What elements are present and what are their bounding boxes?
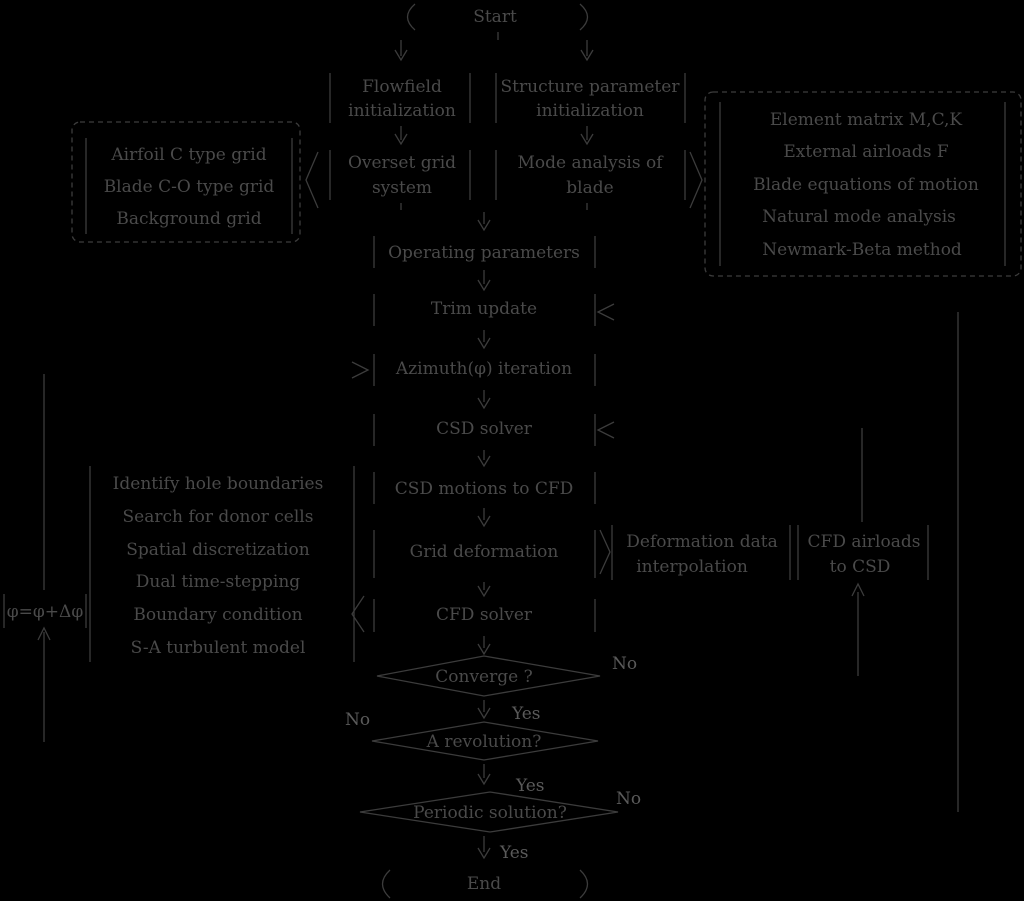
structure-init-line-2: initialization xyxy=(536,101,644,121)
cfd-step-donor-cells: Search for donor cells xyxy=(123,507,314,527)
cfd-step-sa-model: S-A turbulent model xyxy=(131,638,306,658)
cfd-airloads-box: CFD airloads to CSD xyxy=(797,525,929,580)
converge-decision: Converge ? xyxy=(376,655,601,697)
deformation-interp-box: Deformation data interpolation xyxy=(611,525,791,580)
trim-update-box: Trim update xyxy=(373,294,596,326)
yes-label-revolution: Yes xyxy=(515,776,545,796)
phi-update-label: φ=φ+Δφ xyxy=(7,602,84,622)
structural-external-airloads: External airloads F xyxy=(783,142,948,162)
overset-grid-line-2: system xyxy=(372,178,432,198)
csd-solver-box: CSD solver xyxy=(373,414,596,446)
grid-type-blade: Blade C-O type grid xyxy=(104,177,275,197)
mode-analysis-line-2: blade xyxy=(566,178,613,198)
structural-equations-of-motion: Blade equations of motion xyxy=(753,175,979,195)
grid-deformation-label: Grid deformation xyxy=(410,542,559,562)
yes-label-converge: Yes xyxy=(511,704,541,724)
structural-items-group: Element matrix M,C,K External airloads F… xyxy=(704,91,1022,277)
periodic-label: Periodic solution? xyxy=(413,803,567,823)
grid-type-background: Background grid xyxy=(116,209,261,229)
overset-grid-box: Overset grid system xyxy=(329,150,471,200)
cfd-solver-label: CFD solver xyxy=(436,605,533,625)
cfd-solver-box: CFD solver xyxy=(373,599,596,632)
operating-params-label: Operating parameters xyxy=(388,243,580,263)
cfd-steps-group: Identify hole boundaries Search for dono… xyxy=(89,466,355,662)
cfd-step-spatial-discretization: Spatial discretization xyxy=(126,540,310,560)
grid-types-group: Airfoil C type grid Blade C-O type grid … xyxy=(71,121,301,243)
end-label: End xyxy=(467,874,501,894)
no-label-revolution: No xyxy=(345,710,370,730)
start-label: Start xyxy=(473,7,517,27)
mode-analysis-line-1: Mode analysis of xyxy=(517,153,664,173)
phi-update-box: φ=φ+Δφ xyxy=(3,594,87,628)
structure-init-box: Structure parameter initialization xyxy=(495,73,686,123)
csd-solver-label: CSD solver xyxy=(436,419,533,439)
cfd-step-dual-time-stepping: Dual time-stepping xyxy=(136,572,301,592)
grid-type-airfoil: Airfoil C type grid xyxy=(110,145,266,165)
operating-params-box: Operating parameters xyxy=(373,236,596,268)
overset-grid-line-1: Overset grid xyxy=(348,153,456,173)
structure-init-line-1: Structure parameter xyxy=(501,77,681,97)
connectors xyxy=(37,32,959,860)
periodic-decision: Periodic solution? xyxy=(359,791,619,833)
converge-label: Converge ? xyxy=(435,667,532,687)
structural-element-matrix: Element matrix M,C,K xyxy=(770,110,963,130)
start-terminal: Start xyxy=(406,3,589,31)
yes-label-periodic: Yes xyxy=(499,843,529,863)
azimuth-iteration-box: Azimuth(φ) iteration xyxy=(373,354,596,386)
revolution-label: A revolution? xyxy=(426,732,542,752)
no-label-converge: No xyxy=(612,654,637,674)
structural-newmark-beta: Newmark-Beta method xyxy=(762,240,962,260)
azimuth-iteration-label: Azimuth(φ) iteration xyxy=(395,359,572,379)
mode-analysis-box: Mode analysis of blade xyxy=(495,150,686,200)
cfd-airloads-line-1: CFD airloads xyxy=(808,532,921,552)
flowfield-init-line-1: Flowfield xyxy=(362,77,442,97)
structural-natural-mode: Natural mode analysis xyxy=(762,207,956,227)
deformation-interp-line-2: interpolation xyxy=(636,557,748,577)
revolution-decision: A revolution? xyxy=(371,721,599,761)
csd-motions-label: CSD motions to CFD xyxy=(395,479,574,499)
cfd-airloads-line-2: to CSD xyxy=(830,557,891,577)
csd-motions-box: CSD motions to CFD xyxy=(373,472,596,504)
cfd-step-hole-boundaries: Identify hole boundaries xyxy=(113,474,324,494)
grid-deformation-box: Grid deformation xyxy=(373,530,596,578)
no-label-periodic: No xyxy=(616,789,641,809)
trim-update-label: Trim update xyxy=(431,299,537,319)
flowfield-init-box: Flowfield initialization xyxy=(329,73,471,123)
flowfield-init-line-2: initialization xyxy=(348,101,456,121)
end-terminal: End xyxy=(381,869,589,899)
deformation-interp-line-1: Deformation data xyxy=(626,532,777,552)
cfd-step-boundary-condition: Boundary condition xyxy=(133,605,302,625)
